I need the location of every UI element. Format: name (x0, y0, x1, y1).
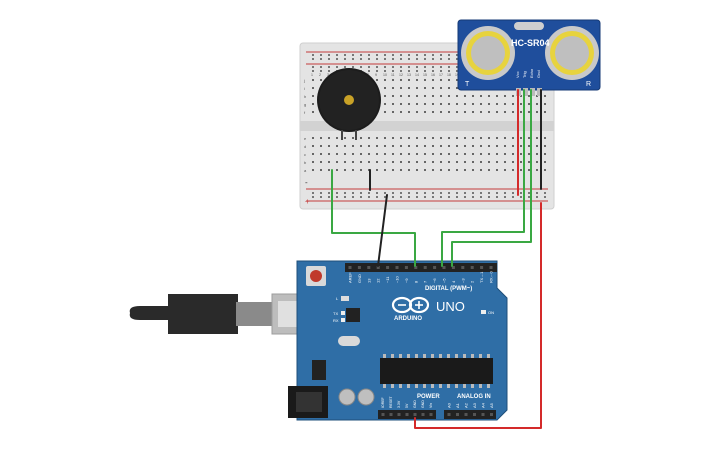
column-number: 17 (439, 73, 443, 77)
l-led-label: L (336, 296, 339, 301)
arduino-logo (391, 296, 430, 314)
wire-trig-green[interactable] (441, 89, 525, 267)
digital-pin-label: 7 (423, 280, 428, 283)
digital-pin-label: ~6 (432, 278, 437, 283)
sensor-pin-echo: Echo (529, 68, 534, 78)
power-pin-labels: IOREF RESET 3.3V 5V GND GND Vin (381, 395, 433, 408)
digital-pin-label: TX→1 (479, 271, 484, 283)
column-number: 19 (455, 73, 459, 77)
power-pin-label: GND (421, 400, 425, 408)
analog-pin-label: A2 (464, 402, 469, 408)
digital-pin-labels: AREF GND 13 12 ~11 ~10 ~9 8 7 ~6 ~5 4 ~3 2 TX→1 RX←0 (348, 270, 494, 283)
wire-buzzer-to-pin[interactable] (331, 169, 416, 267)
sensor-t-label: T (465, 81, 470, 88)
ultrasonic-sensor[interactable]: HC-SR04 T R Vcc Trig Echo Gnd (457, 19, 601, 96)
power-pin-label: 5V (405, 403, 409, 408)
row-letter: c (304, 152, 306, 157)
crystal-oscillator (338, 336, 360, 346)
row-letter: f (304, 110, 306, 115)
sensor-pin-vcc: Vcc (515, 71, 520, 78)
digital-pin-label: AREF (348, 272, 353, 283)
on-led-label: ON (488, 310, 494, 315)
analog-pin-label: A3 (472, 402, 477, 408)
column-number: 15 (423, 73, 427, 77)
power-pin-label: IOREF (381, 397, 385, 408)
power-pin-label: Vin (429, 403, 433, 408)
sensor-r-label: R (586, 81, 591, 88)
digital-pin-label: GND (357, 274, 362, 283)
reset-button[interactable] (306, 266, 326, 286)
digital-label: DIGITAL (PWM~) (425, 286, 472, 292)
wire-5v-red[interactable] (414, 202, 542, 429)
row-letter: g (304, 102, 306, 107)
digital-pin-label: 2 (470, 280, 475, 283)
analog-pin-label: A1 (455, 402, 460, 408)
sensor-model-label: HC-SR04 (511, 38, 550, 48)
column-number: 11 (391, 73, 395, 77)
analog-in-label: ANALOG IN (457, 394, 491, 400)
row-letter: i (304, 86, 305, 91)
analog-pin-label: A5 (489, 402, 494, 408)
digital-pin-label: ~3 (460, 278, 465, 283)
breadboard-holes (312, 54, 546, 198)
wire-echo-green[interactable] (451, 89, 532, 267)
power-pin-label: 3.3V (397, 400, 401, 408)
digital-pin-holes (348, 266, 493, 269)
arduino-uno-board[interactable]: AREF GND 13 12 ~11 ~10 ~9 8 7 ~6 ~5 4 ~3 2 TX→1 RX←0 DI… (288, 260, 508, 421)
power-pin-label: GND (413, 400, 417, 408)
digital-pin-label: 8 (413, 280, 418, 283)
column-number: 12 (399, 73, 403, 77)
analog-header[interactable] (444, 410, 496, 419)
digital-pin-label: 4 (451, 280, 456, 283)
row-letter: a (304, 168, 307, 173)
power-label: POWER (417, 394, 440, 400)
column-number: 16 (431, 73, 435, 77)
analog-pin-label: A4 (481, 402, 486, 408)
analog-pin-label: A0 (447, 402, 452, 408)
digital-pin-label: RX←0 (489, 270, 494, 283)
column-number: 10 (383, 73, 387, 77)
rail-plus-label: + (305, 197, 310, 206)
digital-pin-label: ~5 (442, 278, 447, 283)
column-number: 3 (327, 73, 329, 77)
tx-led-label: TX (333, 311, 338, 316)
column-number: 1 (311, 73, 313, 77)
column-number: 2 (319, 73, 321, 77)
digital-pin-label: ~10 (395, 275, 400, 283)
column-number: 14 (415, 73, 419, 77)
wire-ground-black[interactable] (377, 194, 388, 267)
uno-model-text: UNO (436, 299, 465, 314)
column-number: 9 (375, 73, 377, 77)
power-pin-label: RESET (389, 395, 393, 408)
row-letter: e (304, 136, 307, 141)
digital-pin-label: ~9 (404, 278, 409, 283)
piezo-buzzer[interactable] (317, 68, 381, 140)
atmega-chip (380, 358, 493, 384)
wires[interactable] (331, 89, 542, 429)
digital-pin-label: ~11 (385, 276, 390, 283)
row-letter: d (304, 144, 306, 149)
sensor-pin-trig: Trig (522, 71, 527, 78)
usb-chip (346, 308, 360, 322)
capacitor (357, 388, 375, 406)
arduino-logo-text: ARDUINO (394, 316, 422, 322)
rail-minus-label: - (305, 178, 308, 187)
digital-pin-label: 12 (376, 278, 381, 283)
row-letter: h (304, 94, 306, 99)
row-letter: j (303, 78, 305, 83)
row-letter: b (304, 160, 307, 165)
capacitor (338, 388, 356, 406)
digital-header[interactable] (345, 263, 497, 272)
column-number: 18 (447, 73, 451, 77)
digital-pin-label: 13 (366, 278, 371, 283)
sensor-pin-gnd: Gnd (536, 70, 541, 78)
rx-led-label: RX (333, 318, 339, 323)
column-number: 13 (407, 73, 411, 77)
voltage-regulator (312, 360, 326, 380)
